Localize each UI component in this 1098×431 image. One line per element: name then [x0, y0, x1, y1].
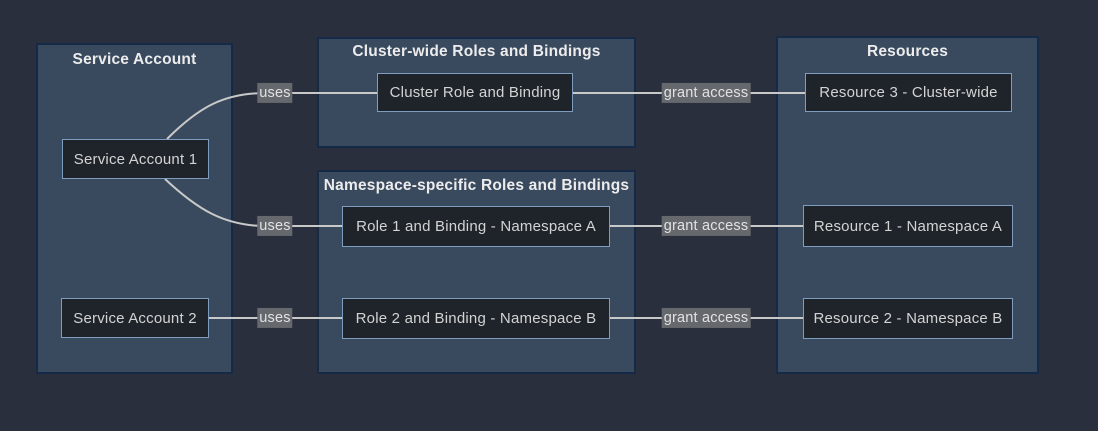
- edge-sa1-uses-role1: [164, 178, 342, 227]
- edge-label-uses-1: uses: [257, 82, 293, 104]
- edge-label-grant-access-1: grant access: [661, 82, 751, 104]
- node-role-2-binding-namespace-b: Role 2 and Binding - Namespace B: [342, 298, 610, 339]
- node-role-1-binding-namespace-a: Role 1 and Binding - Namespace A: [342, 206, 610, 247]
- edge-label-uses-3: uses: [257, 307, 293, 329]
- edge-label-uses-2: uses: [257, 215, 293, 237]
- group-namespace-roles: Namespace-specific Roles and Bindings: [317, 170, 636, 374]
- group-cluster-wide-roles-title: Cluster-wide Roles and Bindings: [352, 43, 601, 60]
- node-resource-2-namespace-b: Resource 2 - Namespace B: [803, 298, 1013, 339]
- group-namespace-roles-title: Namespace-specific Roles and Bindings: [323, 177, 630, 194]
- group-resources-title: Resources: [866, 43, 949, 60]
- node-cluster-role-and-binding: Cluster Role and Binding: [377, 73, 573, 112]
- node-resource-1-namespace-a: Resource 1 - Namespace A: [803, 205, 1013, 247]
- edge-label-grant-access-2: grant access: [661, 215, 751, 237]
- group-service-account-title: Service Account: [72, 51, 197, 68]
- node-service-account-2: Service Account 2: [61, 298, 209, 338]
- node-service-account-1: Service Account 1: [62, 139, 209, 179]
- edge-label-grant-access-3: grant access: [661, 307, 751, 329]
- node-resource-3-cluster-wide: Resource 3 - Cluster-wide: [805, 73, 1012, 112]
